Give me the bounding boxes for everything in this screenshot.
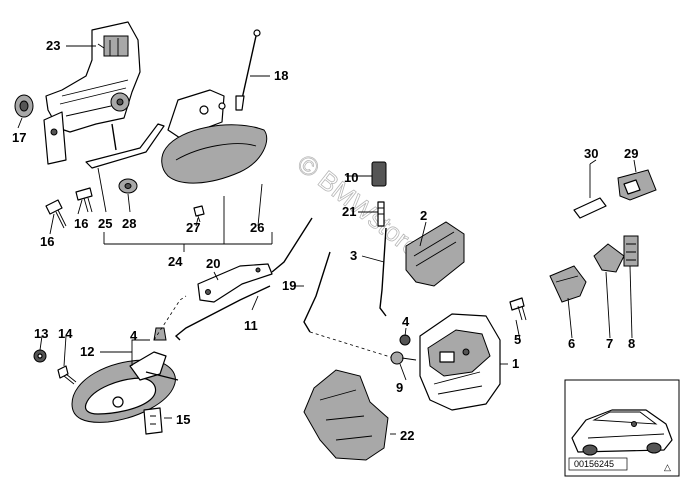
part-30-pin[interactable]: [573, 164, 607, 219]
part-20-bracket[interactable]: [197, 263, 273, 303]
vehicle-thumbnail[interactable]: 00156245 △: [564, 379, 680, 477]
part-12-inner-handle[interactable]: [71, 351, 179, 423]
part-27-clip[interactable]: [193, 205, 205, 223]
label-7[interactable]: 7: [606, 336, 613, 351]
label-28[interactable]: 28: [122, 216, 136, 231]
label-19[interactable]: 19: [282, 278, 296, 293]
part-14-screw[interactable]: [57, 365, 77, 385]
label-25[interactable]: 25: [98, 216, 112, 231]
part-22-lock-cover[interactable]: [303, 369, 389, 461]
label-2[interactable]: 2: [420, 208, 427, 223]
leader-lines: [17, 45, 637, 435]
part-15-clip[interactable]: [143, 407, 163, 435]
label-23[interactable]: 23: [46, 38, 60, 53]
label-30[interactable]: 30: [584, 146, 598, 161]
part-21-pin[interactable]: [377, 201, 385, 227]
part-23-handle-carrier[interactable]: [43, 21, 141, 165]
part-8-connector[interactable]: [623, 235, 639, 267]
part-13-nut[interactable]: [33, 349, 47, 363]
part-9-screw[interactable]: [390, 351, 417, 365]
label-9[interactable]: 9: [396, 380, 403, 395]
part-19-rod[interactable]: [174, 217, 313, 341]
part-29-connector[interactable]: [617, 169, 657, 201]
part-1-door-lock[interactable]: [419, 313, 501, 411]
bracket-24: [103, 196, 273, 252]
part-26-outer-handle[interactable]: [161, 89, 268, 184]
part-labels: 23 18 17 16 16 25 28 27 26 24 10 21 3 2 …: [12, 38, 638, 443]
label-14[interactable]: 14: [58, 326, 73, 341]
label-22[interactable]: 22: [400, 428, 414, 443]
label-16b[interactable]: 16: [74, 216, 88, 231]
part-7-clip[interactable]: [593, 243, 625, 273]
label-27[interactable]: 27: [186, 220, 200, 235]
part-2-cover[interactable]: [405, 221, 465, 287]
label-21[interactable]: 21: [342, 204, 356, 219]
part-10-plug[interactable]: [371, 161, 387, 187]
part-4-grommet-left[interactable]: [153, 327, 167, 341]
label-10[interactable]: 10: [344, 170, 358, 185]
label-4a[interactable]: 4: [130, 328, 138, 343]
part-6-bracket[interactable]: [549, 265, 587, 303]
label-12[interactable]: 12: [80, 344, 94, 359]
part-17-grommet[interactable]: [14, 94, 34, 118]
expand-arrow-icon[interactable]: △: [664, 462, 671, 472]
part-16-screw-b[interactable]: [75, 187, 93, 213]
label-8[interactable]: 8: [628, 336, 635, 351]
part-19-lower-rod[interactable]: [303, 251, 331, 333]
label-17[interactable]: 17: [12, 130, 26, 145]
label-11[interactable]: 11: [244, 318, 258, 333]
image-number: 00156245: [574, 459, 614, 469]
part-3-rod[interactable]: [379, 227, 387, 317]
label-5[interactable]: 5: [514, 332, 521, 347]
label-6[interactable]: 6: [568, 336, 575, 351]
label-4b[interactable]: 4: [402, 314, 410, 329]
label-3[interactable]: 3: [350, 248, 357, 263]
label-16a[interactable]: 16: [40, 234, 54, 249]
part-25-seal[interactable]: [85, 123, 165, 169]
part-5-screw[interactable]: [509, 297, 527, 321]
part-16-screw-a[interactable]: [45, 199, 67, 229]
part-28-washer[interactable]: [118, 178, 138, 194]
label-18[interactable]: 18: [274, 68, 288, 83]
part-18-rod[interactable]: [235, 29, 261, 111]
label-20[interactable]: 20: [206, 256, 220, 271]
label-1[interactable]: 1: [512, 356, 519, 371]
label-24[interactable]: 24: [168, 254, 183, 269]
part-4-grommet-right[interactable]: [399, 334, 411, 346]
car-silhouette-icon: [571, 409, 673, 456]
label-15[interactable]: 15: [176, 412, 190, 427]
label-26[interactable]: 26: [250, 220, 264, 235]
label-13[interactable]: 13: [34, 326, 48, 341]
label-29[interactable]: 29: [624, 146, 638, 161]
